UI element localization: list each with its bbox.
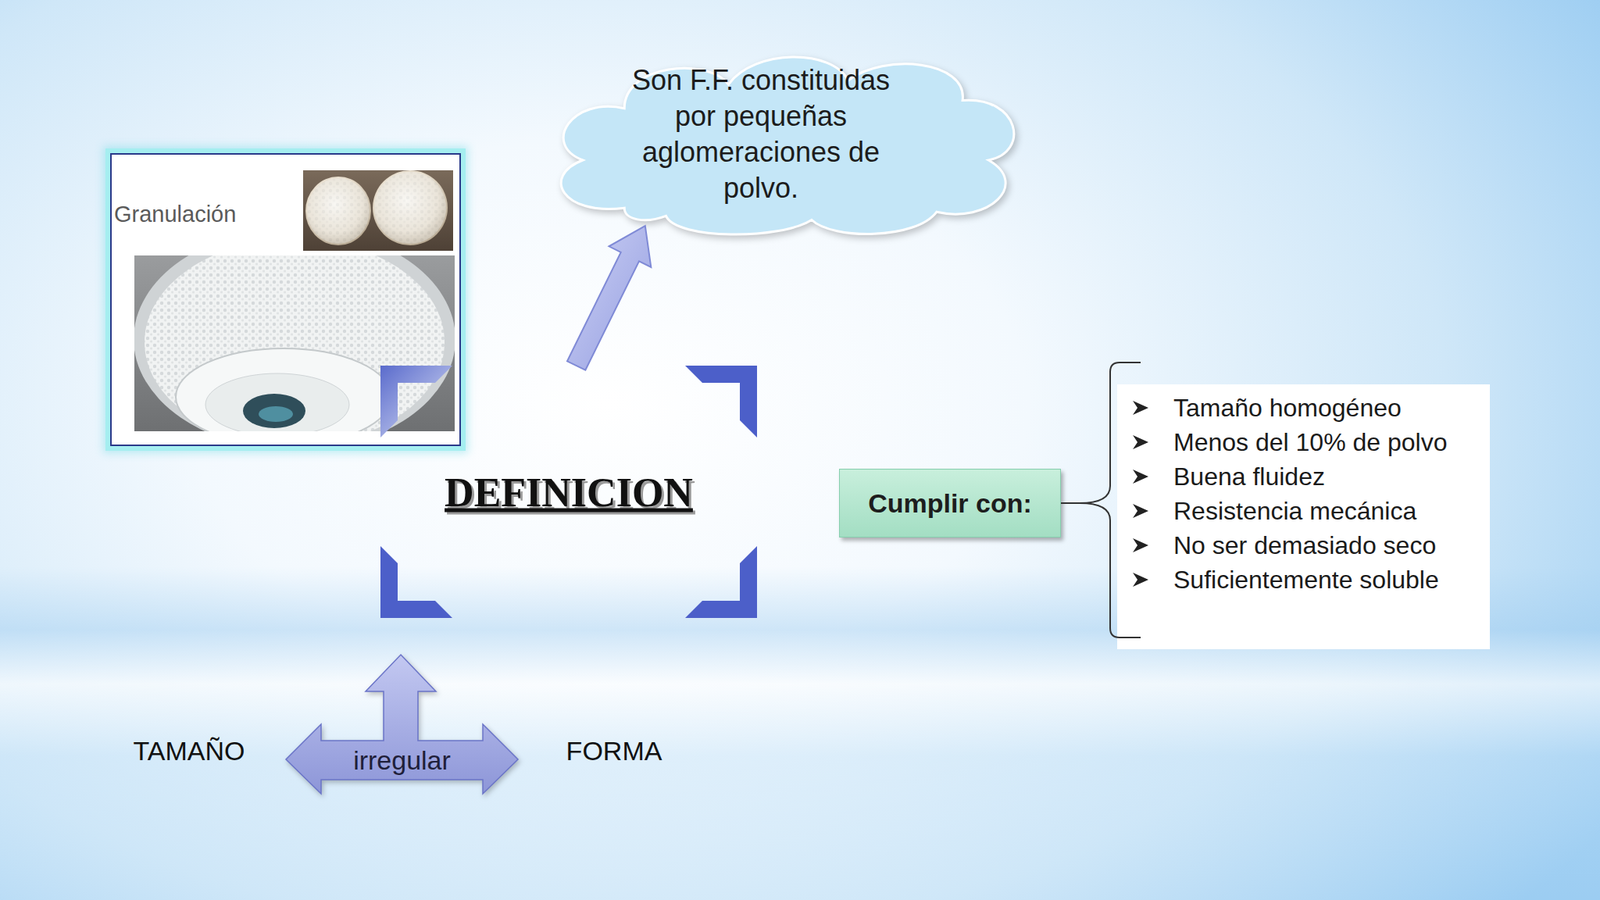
arrow-bullet-shape	[1132, 400, 1149, 415]
arrow-bullet-shape	[1132, 503, 1149, 518]
arrow-bullet	[1132, 537, 1150, 554]
granule-mound	[372, 170, 448, 246]
criteria-heading: Cumplir con:	[867, 488, 1033, 519]
cloud-text: Son F.F. constituidas por pequeñas aglom…	[612, 62, 910, 207]
arrow-label: irregular	[285, 745, 518, 776]
cloud-text-block: Son F.F. constituidas por pequeñas aglom…	[612, 62, 910, 207]
image-title: Granulación	[114, 201, 236, 228]
cloud-shape	[560, 57, 1015, 235]
arrow-bullet	[1132, 503, 1150, 519]
bowl-powder	[144, 255, 445, 432]
definition-title: DEFINICION	[380, 468, 758, 515]
block-arrow	[567, 225, 651, 371]
criteria-item: Resistencia mecánica	[1173, 496, 1417, 526]
granule-mound	[305, 176, 372, 246]
list-item: Suficientemente soluble	[1132, 562, 1490, 597]
corner-bracket	[380, 365, 453, 438]
definition-frame: DEFINICION	[380, 365, 758, 618]
arrow-bullet	[1132, 571, 1150, 588]
arrow-bullet-shape	[1132, 572, 1149, 587]
corner-bracket	[685, 365, 758, 438]
list-item: Menos del 10% de polvo	[1132, 425, 1490, 460]
list-item: Tamaño homogéneo	[1132, 390, 1490, 425]
criteria-item: Buena fluidez	[1173, 462, 1325, 492]
criteria-item: Menos del 10% de polvo	[1173, 428, 1447, 458]
arrow-bullet-shape	[1132, 538, 1149, 553]
cloud-callout: Son F.F. constituidas por pequeñas aglom…	[520, 40, 1041, 240]
granule-texture	[374, 171, 447, 244]
bowl-rim	[134, 255, 455, 432]
granulator-photo	[134, 255, 455, 432]
granule-texture	[307, 178, 370, 244]
granulation-illustration	[110, 153, 461, 447]
granule-photo	[303, 170, 454, 251]
arrow-bullet-shape	[1132, 435, 1149, 450]
image-panel: Granulación	[110, 153, 461, 447]
triple-arrow: irregular	[285, 654, 518, 794]
axis-label: FORMA	[566, 735, 663, 767]
criteria-item: Tamaño homogéneo	[1173, 393, 1402, 423]
bowl-ring	[205, 373, 350, 432]
criteria-item: No ser demasiado seco	[1173, 531, 1436, 561]
axis-label: TAMAÑO	[133, 735, 246, 767]
corner-bracket	[380, 546, 453, 618]
corner-bracket	[685, 546, 758, 618]
triple-arrow-shape	[285, 654, 518, 794]
arrow-bullet-shape	[1132, 469, 1149, 484]
bowl-center	[258, 406, 293, 422]
list-item: Resistencia mecánica	[1132, 493, 1490, 529]
arrow-bullet	[1132, 468, 1150, 485]
arrow-bullet	[1132, 434, 1150, 450]
connector	[567, 225, 651, 371]
criteria-box: Cumplir con:	[839, 468, 1061, 538]
list-item: Buena fluidez	[1132, 459, 1490, 494]
criteria-item: Suficientemente soluble	[1173, 565, 1440, 595]
arrow-bullet	[1132, 400, 1150, 416]
bowl-center	[242, 393, 306, 429]
list-item: No ser demasiado seco	[1132, 528, 1490, 563]
bowl-ring	[175, 348, 392, 432]
criteria-list: Tamaño homogéneoMenos del 10% de polvoBu…	[1117, 384, 1490, 650]
